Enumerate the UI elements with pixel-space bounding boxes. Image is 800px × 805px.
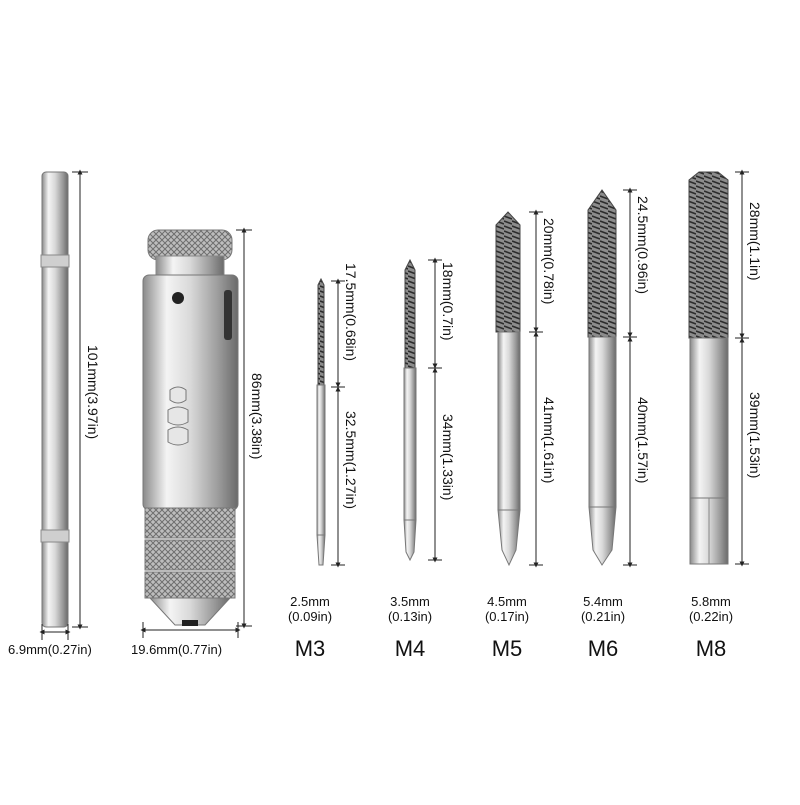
extension-bar-length-label: 101mm(3.97in)	[85, 345, 101, 440]
m3-shank-length-label: 32.5mm(1.27in)	[343, 411, 359, 510]
m8-shank-length-label: 39mm(1.53in)	[747, 392, 763, 479]
wrench-diameter-label: 19.6mm(0.77in)	[131, 642, 223, 657]
tap-model-label: M6	[587, 636, 619, 661]
tap-model-label: M4	[394, 636, 426, 661]
tap-size-in: (0.22in)	[688, 609, 734, 624]
m3-thread-length-label: 17.5mm(0.68in)	[343, 263, 359, 362]
tap-m8	[688, 171, 729, 565]
m4-thread-length-label: 18mm(0.7in)	[440, 262, 456, 341]
tap-size-in: (0.21in)	[580, 609, 626, 624]
tap-size-mm: 3.5mm	[390, 594, 430, 609]
tap-model-label: M3	[294, 636, 326, 661]
m6-shank-length-label: 40mm(1.57in)	[635, 397, 651, 484]
extension-bar	[40, 171, 70, 628]
tap-model-label: M5	[491, 636, 523, 661]
extension-bar-diameter-label: 6.9mm(0.27in)	[8, 642, 92, 657]
m8-thread-length-label: 28mm(1.1in)	[747, 202, 763, 281]
tap-size-in: (0.13in)	[387, 609, 433, 624]
m4-shank-length-label: 34mm(1.33in)	[440, 414, 456, 501]
m6-thread-length-label: 24.5mm(0.96in)	[635, 196, 651, 295]
tap-size-mm: 5.4mm	[583, 594, 623, 609]
tap-size-mm: 4.5mm	[487, 594, 527, 609]
tap-size-in: (0.17in)	[484, 609, 530, 624]
tap-m6	[587, 189, 617, 566]
tap-size-mm: 2.5mm	[290, 594, 330, 609]
dimension-lines	[39, 169, 749, 640]
tap-m3	[316, 277, 326, 566]
tap-wrench	[142, 229, 239, 626]
tap-size-in: (0.09in)	[287, 609, 333, 624]
tap-model-label: M8	[695, 636, 727, 661]
tap-size-mm: 5.8mm	[691, 594, 731, 609]
tap-m5	[495, 211, 521, 567]
wrench-length-label: 86mm(3.38in)	[249, 373, 265, 460]
m5-shank-length-label: 41mm(1.61in)	[541, 397, 557, 484]
tap-m4	[403, 258, 417, 562]
m5-thread-length-label: 20mm(0.78in)	[541, 218, 557, 305]
